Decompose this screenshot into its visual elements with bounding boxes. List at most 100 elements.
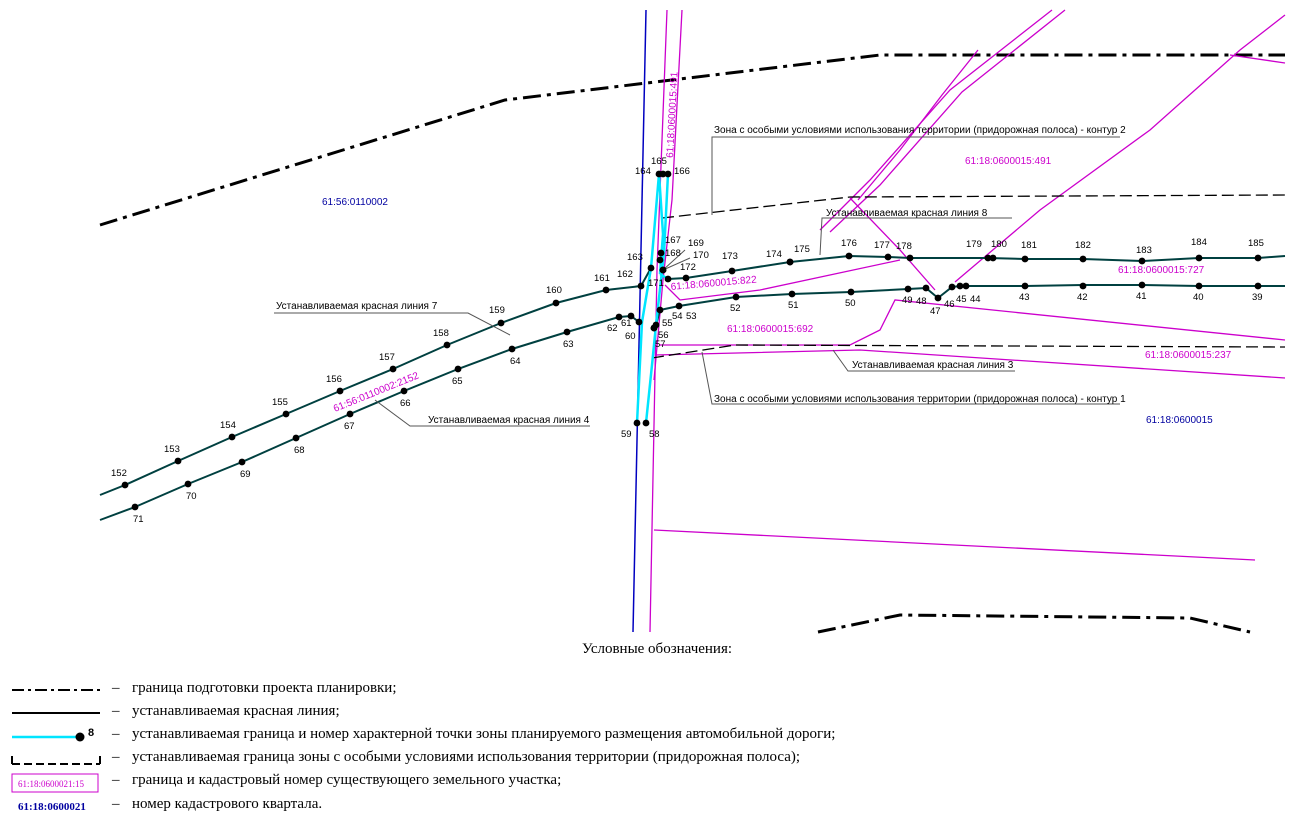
point-179 (984, 254, 992, 262)
zone-label-contour-2: Зона с особыми условиями использования т… (714, 124, 1126, 136)
point-42 (1079, 282, 1087, 290)
point-62 (615, 313, 623, 321)
point-label-46: 46 (944, 299, 955, 310)
point-label-180: 180 (991, 239, 1007, 250)
point-185 (1254, 254, 1262, 262)
point-60 (635, 318, 643, 326)
point-label-52: 52 (730, 303, 741, 314)
point-label-171: 171 (648, 278, 664, 289)
point-label-60: 60 (625, 331, 636, 342)
legend-dash: – (112, 796, 120, 812)
point-180 (989, 254, 997, 262)
project-boundary-top (99, 53, 1285, 227)
point-157 (389, 365, 397, 373)
point-label-181: 181 (1021, 240, 1037, 251)
point-69 (238, 458, 246, 466)
legend-dash: – (112, 726, 120, 742)
point-50 (847, 288, 855, 296)
red-line-label-4: Устанавливаемая красная линия 4 (428, 415, 590, 426)
point-160 (552, 299, 560, 307)
point-158 (443, 341, 451, 349)
point-label-172: 172 (680, 262, 696, 273)
zone-label-contour-1: Зона с особыми условиями использования т… (714, 393, 1126, 405)
point-182 (1079, 255, 1087, 263)
red-line-label-8: Устанавливаемая красная линия 8 (826, 208, 988, 219)
point-label-71: 71 (133, 514, 144, 525)
point-label-64: 64 (510, 356, 521, 367)
point-49 (904, 285, 912, 293)
point-label-162: 162 (617, 269, 633, 280)
point-label-157: 157 (379, 352, 395, 363)
legend-row-zone-point: 8 – устанавливаемая граница и номер хара… (10, 726, 1010, 748)
point-label-177: 177 (874, 240, 890, 251)
point-label-182: 182 (1075, 240, 1091, 251)
solid-line-symbol (12, 712, 100, 714)
point-153 (174, 457, 182, 465)
cyan-line-point-symbol: 8 (12, 727, 94, 742)
point-label-49: 49 (902, 295, 913, 306)
legend-text: граница подготовки проекта планировки; (132, 680, 397, 696)
point-label-54: 54 (672, 311, 683, 322)
point-label-168: 168 (665, 248, 681, 259)
point-61 (627, 312, 635, 320)
point-175 (786, 258, 794, 266)
point-label-159: 159 (489, 305, 505, 316)
leader-lines (274, 136, 1120, 427)
quarter-label-a: 61:56:0110002 (322, 197, 388, 208)
point-178 (906, 254, 914, 262)
legend-row-quarter: 61:18:0600021 – номер кадастрового кварт… (10, 796, 1010, 818)
point-159 (497, 319, 505, 327)
svg-text:61:18:0600021: 61:18:0600021 (18, 801, 86, 813)
parcel-label-237: 61:18:0600015:237 (1145, 350, 1232, 361)
point-45 (956, 282, 964, 290)
dash-dot-line-symbol (12, 689, 100, 691)
svg-text:8: 8 (88, 727, 94, 739)
point-163 (647, 264, 655, 272)
point-39 (1254, 282, 1262, 290)
parcel-label-692: 61:18:0600015:692 (727, 324, 814, 335)
point-label-183: 183 (1136, 245, 1152, 256)
point-167 (657, 249, 665, 257)
point-label-167: 167 (665, 235, 681, 246)
point-label-62: 62 (607, 323, 618, 334)
point-177 (884, 253, 892, 261)
point-label-185: 185 (1248, 238, 1264, 249)
point-label-55: 55 (662, 318, 673, 329)
point-44 (962, 282, 970, 290)
legend-text: устанавливаемая граница зоны с особыми у… (132, 749, 801, 765)
point-155 (282, 410, 290, 418)
parcel-label-491: 61:18:0600015:491 (965, 156, 1052, 167)
project-boundary-bottom (817, 613, 1251, 634)
point-47 (934, 294, 942, 302)
point-label-169: 169 (688, 238, 704, 249)
point-label-158: 158 (433, 328, 449, 339)
point-label-164: 164 (635, 166, 651, 177)
parcel-symbol: 61:18:0600021:15 (11, 773, 99, 793)
legend-dash: – (112, 680, 120, 696)
point-label-65: 65 (452, 376, 463, 387)
point-label-45: 45 (956, 294, 967, 305)
point-46 (948, 283, 956, 291)
point-label-47: 47 (930, 306, 941, 317)
point-label-56: 56 (658, 330, 669, 341)
point-label-170: 170 (693, 250, 709, 261)
point-152 (121, 481, 129, 489)
zone-boundary-contour-1 (651, 344, 1286, 359)
legend-row-red-line: – устанавливаемая красная линия; (10, 703, 1010, 725)
point-65 (454, 365, 462, 373)
point-label-175: 175 (794, 244, 810, 255)
point-64 (508, 345, 516, 353)
point-label-179: 179 (966, 239, 982, 250)
point-52 (732, 293, 740, 301)
point-label-50: 50 (845, 298, 856, 309)
point-53 (675, 302, 683, 310)
point-57 (650, 324, 658, 332)
point-176 (845, 252, 853, 260)
point-label-178: 178 (896, 241, 912, 252)
point-label-51: 51 (788, 300, 799, 311)
point-67 (346, 410, 354, 418)
point-label-174: 174 (766, 249, 782, 260)
point-label-176: 176 (841, 238, 857, 249)
point-label-160: 160 (546, 285, 562, 296)
point-168 (656, 256, 664, 264)
